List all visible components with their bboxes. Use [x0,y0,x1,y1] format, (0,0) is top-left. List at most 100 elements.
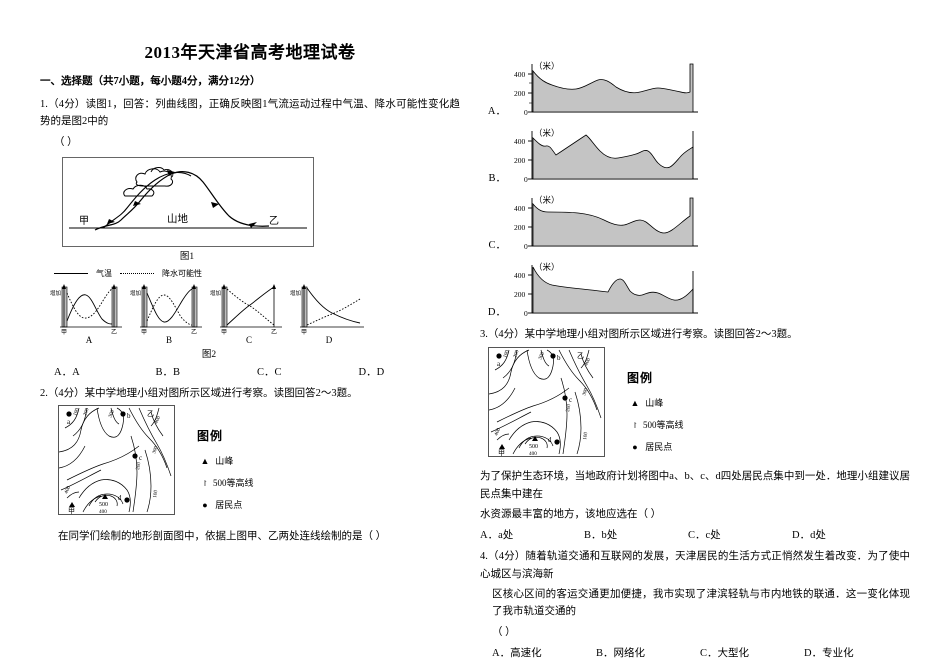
q1-option-a[interactable]: A．A [54,366,80,378]
section-heading: 一、选择题（共7小题，每小题4分，满分12分） [40,76,261,87]
legend-item-peak-left: ▲ 山峰 [197,454,254,467]
svg-text:100: 100 [72,407,80,417]
settlement-d-label: d [118,494,122,502]
contour-map-left: a b c d 500 甲 乙 100 200 300 [58,405,175,516]
settlement-d-dot [124,497,130,503]
svg-text:400: 400 [514,137,526,146]
q3-option-b[interactable]: B．b处 [584,530,618,542]
page-title: 2013年天津省高考地理试卷 [144,43,356,62]
figure-1-svg: 甲 山地 乙 [69,167,307,231]
point-jia-label: 甲 [68,507,75,514]
svg-text:增加: 增加 [130,289,141,297]
q1-option-d[interactable]: D．D [358,366,385,378]
svg-text:乙: 乙 [191,329,197,336]
legend-peak-label-right: 山峰 [645,398,664,409]
svg-text:增加: 增加 [290,289,301,297]
q3-option-a[interactable]: A．a处 [480,530,514,542]
legend-peak-label-left: 山峰 [215,456,234,467]
settlement-a-dot-right [496,353,502,359]
svg-text:甲: 甲 [301,329,307,336]
q3-option-c[interactable]: C．c处 [688,530,721,542]
svg-text:400: 400 [514,204,526,213]
profile-option-b-row[interactable]: B． （米） 400 200 0 [480,125,910,187]
q1-option-c[interactable]: C．C [257,366,282,378]
legend-settlement-label-left: 居民点 [215,500,243,511]
svg-text:400: 400 [153,415,162,425]
svg-text:200: 200 [514,156,526,165]
svg-text:c: c [569,396,572,404]
legend-item-settlement-right: ● 居民点 [627,440,684,453]
figure-2-panel-a: 增加 甲 乙 A [50,281,128,345]
legend-contour-label-left: 500等高线 [213,478,254,489]
legend-item-peak-right: ▲ 山峰 [627,396,684,409]
q4-option-c[interactable]: C．大型化 [700,647,750,659]
figure-1-label-right: 乙 [269,215,279,227]
q1-option-b[interactable]: B．B [155,366,181,378]
svg-text:100: 100 [152,489,159,498]
svg-text:100: 100 [502,349,510,359]
settlement-glyph-icon: ● [202,500,208,511]
settlement-a-dot [66,411,72,417]
question-3-text: 3.（4分）某中学地理小组对图所示区域进行考察。读图回答2～3题。 [480,329,798,340]
question-1-blank[interactable]: （ ） [54,136,78,148]
legend-contour-label-right: 500等高线 [643,420,684,431]
profile-option-d-row[interactable]: D． （米） 400 200 0 [480,259,910,321]
profile-option-c-row[interactable]: C． （米） 400 200 0 [480,192,910,254]
question-3-map-row: a b c d 500 甲 乙 100 200 300 400 300 [488,347,910,462]
svg-text:甲: 甲 [141,329,147,336]
svg-text:（米）: （米） [534,262,560,272]
figure-2-panel-a-label: A [85,334,93,345]
svg-text:乙: 乙 [577,352,584,360]
svg-text:400: 400 [514,271,526,280]
q4-option-b[interactable]: B．网络化 [596,647,646,659]
legend-solid-line-icon [54,272,88,274]
svg-text:200: 200 [135,461,142,470]
figure-2-panel-c-label: C [245,334,252,345]
question-4-text-line1: 4.（4分）随着轨道交通和互联网的发展，天津居民的生活方式正悄然发生着改变．为了… [480,551,910,580]
svg-text:300: 300 [581,387,589,397]
peak-glyph-icon: ▲ [200,456,210,467]
svg-text:增加: 增加 [50,289,61,297]
svg-text:甲: 甲 [221,329,227,336]
figure-1-caption: 图1 [179,251,195,262]
profile-option-a-row[interactable]: A． （米） 400 200 0 [480,58,910,120]
legend-title-left: 图例 [197,429,224,444]
settlement-glyph-icon-right: ● [632,442,638,453]
settlement-c-dot [132,453,138,459]
settlement-c-label: c [139,454,142,462]
svg-text:200: 200 [514,290,526,299]
settlement-b-dot-right [550,353,556,359]
contour-glyph-icon: ↾ [201,479,209,489]
figure-2-panel-b: 增加 甲 乙 B [130,281,208,345]
svg-text:a: a [497,360,501,368]
profile-chart-c: （米） 400 200 0 [514,195,698,251]
svg-text:400: 400 [99,509,107,514]
figure-2-panel-d: 增加 甲 D [290,281,368,345]
svg-text:乙: 乙 [111,329,117,336]
map-legend-right: 图例 ▲ 山峰 ↾500等高线 ● 居民点 [627,347,684,462]
q4-option-a[interactable]: A．高速化 [492,647,542,659]
question-3-prompt-line1: 为了保护生态环境，当地政府计划将图中a、b、c、d四处居民点集中到一处．地理小组… [480,471,910,500]
settlement-b-dot [120,411,126,417]
figure-2-box: 气温 降水可能性 增加 [50,268,460,360]
svg-text:（米）: （米） [534,61,560,71]
profile-chart-b: （米） 400 200 0 [514,128,698,184]
legend-title-right: 图例 [627,371,654,386]
question-2-text: 2.（4分）某中学地理小组对图所示区域进行考察。读图回答2～3题。 [40,387,358,399]
svg-text:200: 200 [82,407,90,417]
question-3-options: A．a处 B．b处 C．c处 D．d处 [480,527,910,542]
q4-option-d[interactable]: D．专业化 [804,647,854,659]
profile-label-a: A． [487,106,506,117]
question-4-blank[interactable]: （ ） [492,626,516,638]
contour-map-right-svg: a b c d 500 甲 乙 100 200 300 400 300 [489,348,604,457]
figure-2-caption: 图2 [201,349,217,360]
svg-text:200: 200 [512,349,520,359]
q3-option-d[interactable]: D．d处 [792,530,826,542]
figure-2-panel-c: 增加 甲 乙 C [210,281,288,345]
svg-text:乙: 乙 [271,329,277,336]
svg-text:d: d [548,436,552,444]
figure-1-label-left: 甲 [79,216,89,227]
svg-text:200: 200 [514,89,526,98]
figure-2-legend: 气温 降水可能性 [50,268,460,279]
